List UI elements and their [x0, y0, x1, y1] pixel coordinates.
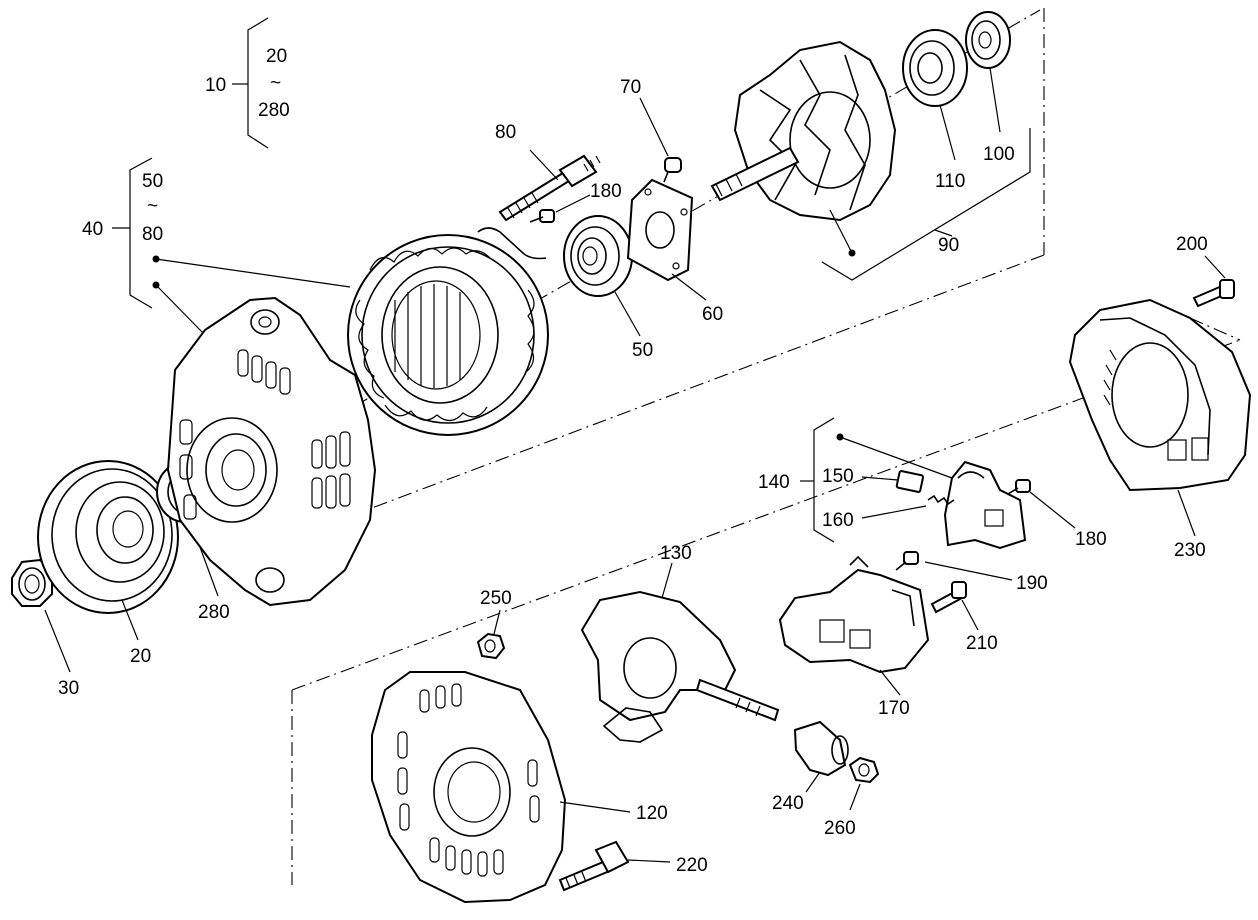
- part-250-nut: [476, 609, 506, 660]
- callout-180-lower: 180: [1075, 529, 1107, 550]
- callout-200: 200: [1176, 234, 1208, 255]
- group-40-bracket: 40 50 ~ 80: [82, 157, 351, 336]
- front-housing: [166, 296, 377, 607]
- group-140-bracket: 140: [758, 417, 953, 543]
- callout-30: 30: [58, 678, 79, 699]
- group-10-from: 20: [266, 46, 287, 67]
- callout-250: 250: [480, 588, 512, 609]
- part-160-spring: [861, 494, 955, 519]
- part-260-nut: [848, 756, 880, 811]
- callout-240: 240: [772, 793, 804, 814]
- callout-90: 90: [938, 235, 959, 256]
- callout-280: 280: [198, 602, 230, 623]
- callout-230: 230: [1174, 540, 1206, 561]
- callout-160: 160: [822, 510, 854, 531]
- group-40-from: 50: [142, 171, 163, 192]
- stator: [347, 227, 549, 436]
- part-200-bolt: [1192, 255, 1235, 308]
- callout-150: 150: [822, 466, 854, 487]
- callout-80: 80: [495, 122, 516, 143]
- part-220-bolt: [558, 840, 671, 892]
- part-240-insulator: [793, 720, 849, 793]
- callout-50: 50: [632, 340, 653, 361]
- callout-180-upper: 180: [590, 181, 622, 202]
- group-10-ref: 10: [205, 75, 226, 96]
- callout-220: 220: [676, 855, 708, 876]
- part-110-bearing: [902, 29, 968, 161]
- part-70-screw: [639, 97, 682, 183]
- callout-210: 210: [966, 633, 998, 654]
- callout-110: 110: [935, 171, 965, 192]
- part-140-brush-holder: [943, 460, 1027, 550]
- callout-130: 130: [660, 543, 692, 564]
- callout-190: 190: [1016, 573, 1048, 594]
- part-20-pulley: [37, 460, 179, 641]
- part-50-bearing: [563, 215, 641, 337]
- part-60-plate: [626, 178, 707, 301]
- rear-housing-vents: [397, 683, 540, 877]
- part-230-rear-cover: [1068, 298, 1252, 537]
- group-40-to: 80: [142, 224, 163, 245]
- part-90-rotor: [710, 40, 1031, 281]
- callout-labels: 30 20 280 80 180 70 50 60 90 110 100 200…: [58, 77, 1208, 876]
- part-150-brush: [861, 470, 925, 493]
- callout-100: 100: [983, 144, 1015, 165]
- part-210-bolt: [930, 581, 979, 631]
- group-10-to: 280: [258, 100, 290, 121]
- callout-260: 260: [824, 818, 856, 839]
- part-30-nut: [11, 558, 71, 673]
- part-80-stud: [498, 149, 601, 222]
- callout-70: 70: [620, 77, 641, 98]
- group-10-bracket: 10 20 ~ 280: [205, 17, 290, 149]
- group-10-tilde: ~: [270, 73, 281, 94]
- part-190-screw: [895, 551, 1013, 581]
- part-120-rear-housing: [371, 671, 631, 904]
- callout-120: 120: [636, 803, 668, 824]
- group-140-ref: 140: [758, 472, 790, 493]
- group-40-tilde: ~: [147, 196, 158, 217]
- callout-170: 170: [878, 698, 910, 719]
- part-180-screw-lower: [1007, 479, 1076, 529]
- callout-60: 60: [702, 304, 723, 325]
- callout-20: 20: [130, 646, 151, 667]
- part-100-cover: [965, 11, 1011, 133]
- part-170-regulator: [778, 555, 930, 696]
- part-180-screw-upper: [529, 194, 591, 223]
- group-40-ref: 40: [82, 219, 103, 240]
- stator-windings: [355, 247, 535, 422]
- part-130-rectifier: [580, 562, 780, 743]
- front-housing-vents: [179, 349, 351, 520]
